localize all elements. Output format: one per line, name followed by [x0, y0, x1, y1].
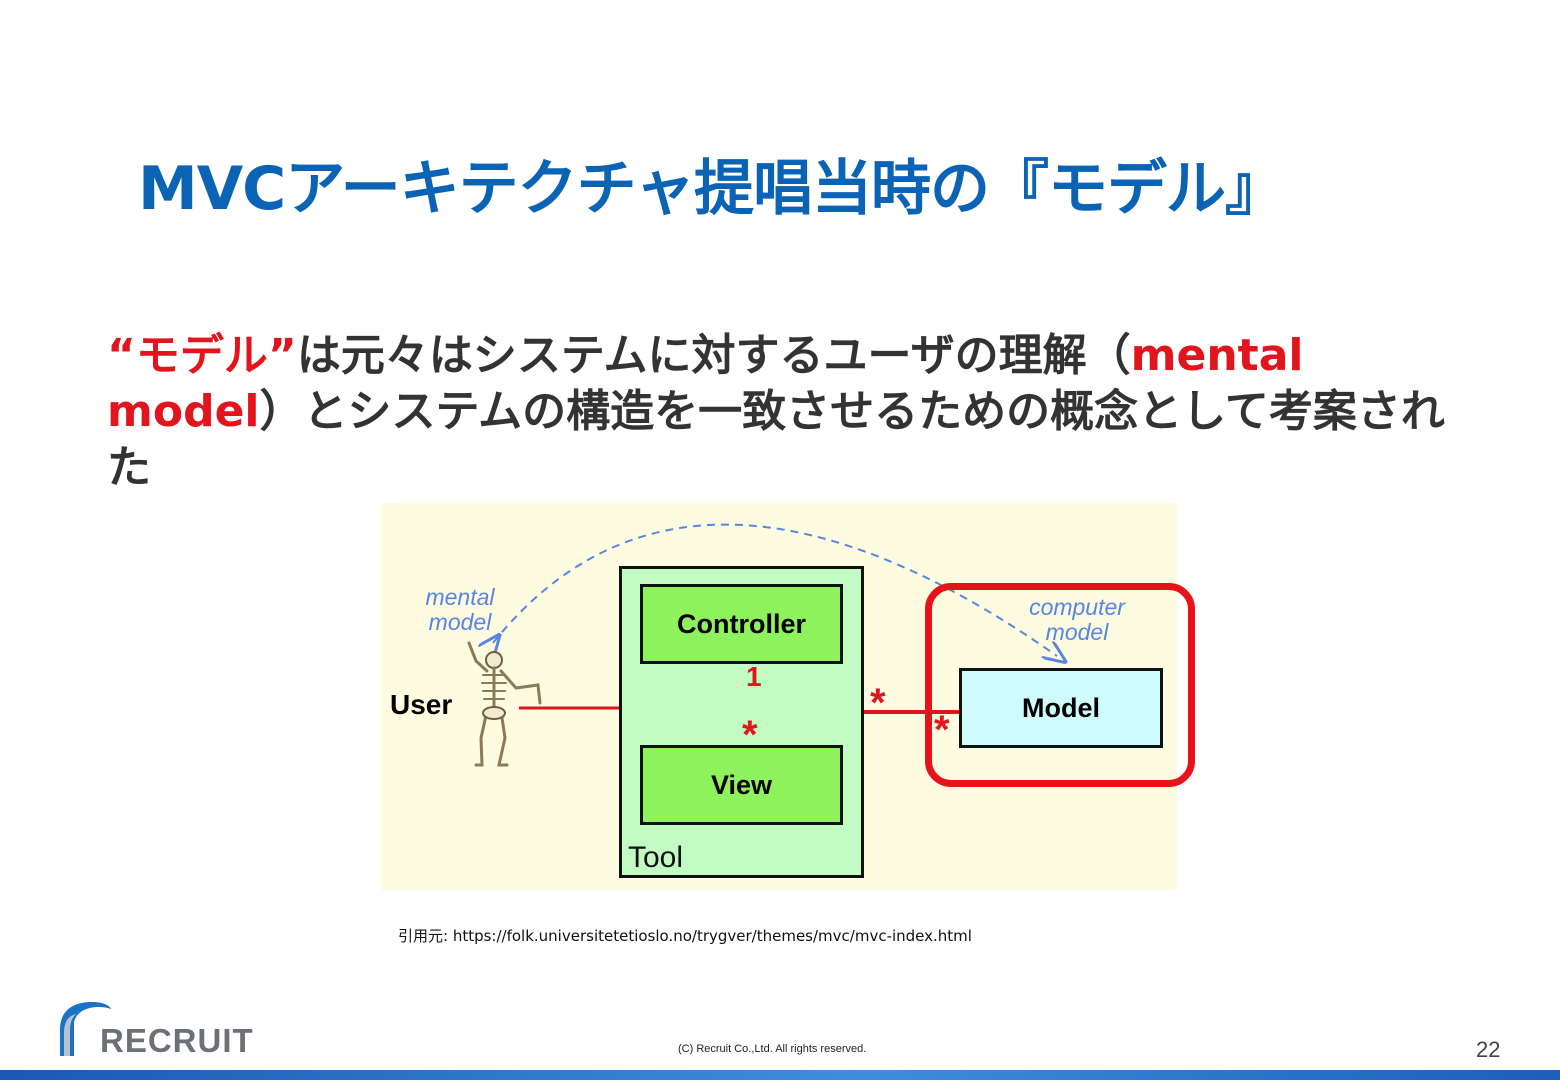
recruit-logo: RECRUIT — [56, 1000, 296, 1060]
multiplicity-star-tool: * — [870, 681, 886, 725]
mvc-diagram: User mental model computer model Tool Co… — [381, 503, 1195, 890]
body-text-part2: ）とシステムの構造を一致させるための概念として考案された — [107, 386, 1445, 493]
mental-model-label: mental model — [425, 584, 495, 635]
english-term: mental model — [107, 330, 1304, 437]
footer-gradient-bar — [0, 1070, 1560, 1080]
model-box: Model — [959, 668, 1163, 748]
logo-mark-icon — [60, 1002, 111, 1056]
controller-box: Controller — [640, 584, 843, 664]
slide-title: MVCアーキテクチャ提唱当時の『モデル』 — [138, 154, 1285, 224]
logo-text: RECRUIT — [100, 1022, 254, 1059]
skeleton-user-figure — [467, 641, 542, 767]
user-label: User — [390, 689, 453, 720]
diagram-connectors — [467, 523, 1177, 767]
model-highlight-frame — [925, 583, 1195, 787]
copyright-text: (C) Recruit Co.,Ltd. All rights reserved… — [678, 1043, 867, 1055]
body-text-part1: は元々はシステムに対するユーザの理解（ — [296, 330, 1131, 381]
tool-label: Tool — [628, 841, 684, 874]
quoted-term: “モデル” — [107, 330, 297, 381]
multiplicity-star-model: * — [934, 708, 950, 752]
body-paragraph: “モデル”は元々はシステムに対するユーザの理解（mental model）とシス… — [107, 328, 1457, 496]
multiplicity-one: 1 — [746, 661, 762, 692]
source-citation: 引用元: https://folk.universitetetioslo.no/… — [398, 927, 972, 945]
view-box: View — [640, 745, 843, 825]
multiplicity-star-view: * — [742, 713, 758, 757]
page-number: 22 — [1476, 1037, 1501, 1062]
computer-model-label: computer model — [1029, 594, 1125, 645]
